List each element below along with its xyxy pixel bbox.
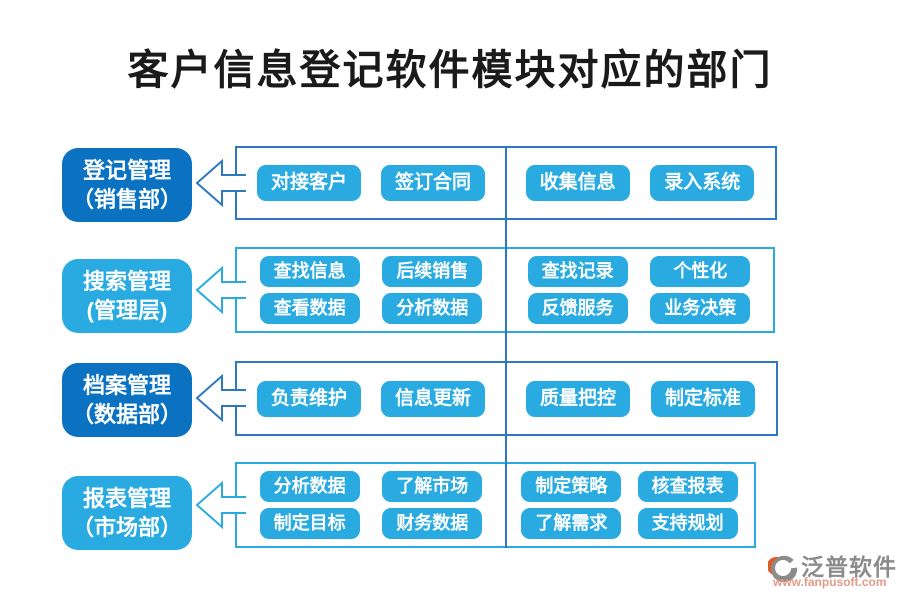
task-row: 负责维护 信息更新 质量把控 制定标准 xyxy=(237,380,776,417)
task-chip: 了解需求 xyxy=(521,508,622,540)
task-chip: 质量把控 xyxy=(526,380,630,417)
task-group-left: 分析数据 了解市场 xyxy=(237,470,505,502)
task-chip: 分析数据 xyxy=(259,470,360,502)
task-group-left: 查找信息 后续销售 xyxy=(237,255,505,287)
left-arrow-icon xyxy=(196,481,246,529)
task-group-left: 制定目标 财务数据 xyxy=(237,508,505,540)
task-group-right: 制定策略 核查报表 xyxy=(505,470,754,502)
task-group-right: 收集信息 录入系统 xyxy=(505,165,775,201)
vendor-name: 泛普软件 xyxy=(801,555,897,580)
task-chip: 查找记录 xyxy=(527,255,628,287)
task-chip: 支持规划 xyxy=(637,508,738,540)
page-title: 客户信息登记软件模块对应的部门 xyxy=(127,47,773,93)
task-chip: 后续销售 xyxy=(382,255,483,287)
task-group-right: 反馈服务 业务决策 xyxy=(505,293,773,325)
task-row: 对接客户 签订合同 收集信息 录入系统 xyxy=(237,165,775,201)
vertical-divider-line xyxy=(505,146,507,548)
task-chip: 信息更新 xyxy=(381,380,485,417)
task-chip: 制定目标 xyxy=(259,508,360,540)
module-box-department: (管理层) xyxy=(86,298,168,323)
task-row: 分析数据 了解市场 制定策略 核查报表 xyxy=(237,470,754,502)
task-chip: 制定标准 xyxy=(651,380,755,417)
module-box-report: 报表管理 （市场部） xyxy=(62,476,192,550)
task-chip: 收集信息 xyxy=(525,165,630,201)
task-chip: 查看数据 xyxy=(259,293,360,325)
module-box-title: 报表管理 xyxy=(82,486,171,511)
module-box-title: 登记管理 xyxy=(82,158,171,183)
task-chip: 了解市场 xyxy=(382,470,483,502)
task-group-right: 了解需求 支持规划 xyxy=(505,508,754,540)
task-group-right: 质量把控 制定标准 xyxy=(505,380,776,417)
task-row: 查找信息 后续销售 查找记录 个性化 xyxy=(237,255,773,287)
task-chip: 反馈服务 xyxy=(527,293,628,325)
module-tasks-panel-report: 分析数据 了解市场 制定策略 核查报表 制定目标 财务数据 了解需求 支持规划 xyxy=(235,462,756,548)
task-chip: 个性化 xyxy=(650,255,751,287)
module-box-department: （市场部） xyxy=(71,515,182,540)
module-box-archive: 档案管理 （数据部） xyxy=(62,363,192,437)
fanpu-logo-icon xyxy=(768,553,800,583)
task-chip: 对接客户 xyxy=(257,165,361,201)
module-box-title: 档案管理 xyxy=(82,373,171,398)
task-chip: 财务数据 xyxy=(382,508,483,540)
task-chip: 查找信息 xyxy=(259,255,360,287)
task-group-right: 查找记录 个性化 xyxy=(505,255,773,287)
task-chip: 业务决策 xyxy=(650,293,751,325)
task-group-left: 对接客户 签订合同 xyxy=(237,165,505,201)
left-arrow-icon xyxy=(196,374,246,422)
left-arrow-icon xyxy=(196,266,246,314)
task-group-left: 查看数据 分析数据 xyxy=(237,293,505,325)
task-row: 制定目标 财务数据 了解需求 支持规划 xyxy=(237,508,754,540)
task-chip: 负责维护 xyxy=(257,380,361,417)
left-arrow-icon xyxy=(196,159,246,207)
vendor-url: www.fanpusoft.com xyxy=(773,575,887,589)
task-row: 查看数据 分析数据 反馈服务 业务决策 xyxy=(237,293,773,325)
task-group-left: 负责维护 信息更新 xyxy=(237,380,505,417)
task-chip: 分析数据 xyxy=(382,293,483,325)
task-chip: 核查报表 xyxy=(637,470,738,502)
module-box-title: 搜索管理 xyxy=(82,269,171,294)
module-box-department: （销售部） xyxy=(71,187,182,212)
module-box-department: （数据部） xyxy=(71,402,182,427)
module-box-search: 搜索管理 (管理层) xyxy=(62,259,192,333)
task-chip: 签订合同 xyxy=(381,165,485,201)
module-box-registration: 登记管理 （销售部） xyxy=(62,148,192,222)
task-chip: 录入系统 xyxy=(650,165,755,201)
task-chip: 制定策略 xyxy=(521,470,622,502)
